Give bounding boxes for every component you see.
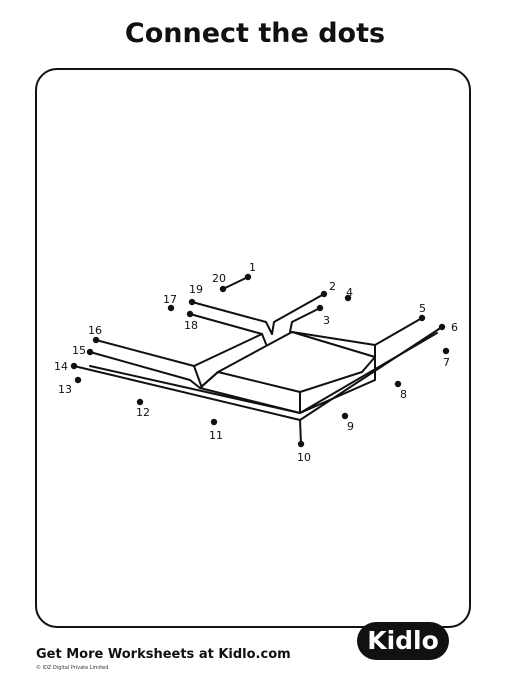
dot-label-8: 8 bbox=[400, 388, 407, 401]
dot-label-5: 5 bbox=[419, 302, 426, 315]
worksheet-title: Connect the dots bbox=[124, 18, 386, 49]
dot-18 bbox=[186, 310, 194, 318]
dot-20 bbox=[219, 285, 227, 293]
dot-15 bbox=[86, 348, 94, 356]
copyright-text: © IDZ Digital Private Limited bbox=[36, 665, 109, 671]
dot-label-4: 4 bbox=[346, 286, 353, 299]
dot-1 bbox=[244, 273, 252, 281]
dot-label-10: 10 bbox=[297, 451, 311, 464]
dot-10 bbox=[297, 440, 305, 448]
dot-label-20: 20 bbox=[212, 272, 226, 285]
dot-label-12: 12 bbox=[136, 406, 150, 419]
dot-label-1: 1 bbox=[249, 261, 256, 274]
dot-4 bbox=[344, 294, 352, 302]
dot-label-9: 9 bbox=[347, 420, 354, 433]
dot-label-7: 7 bbox=[443, 356, 450, 369]
footer-text: Get More Worksheets at Kidlo.com bbox=[36, 647, 291, 662]
puzzle-frame bbox=[35, 68, 471, 628]
dot-13 bbox=[74, 376, 82, 384]
dot-8 bbox=[394, 380, 402, 388]
dot-17 bbox=[167, 304, 175, 312]
dot-11 bbox=[210, 418, 218, 426]
dot-19 bbox=[188, 298, 196, 306]
dot-9 bbox=[341, 412, 349, 420]
dot-16 bbox=[92, 336, 100, 344]
dot-label-16: 16 bbox=[88, 324, 102, 337]
dot-6 bbox=[438, 323, 446, 331]
dot-label-13: 13 bbox=[58, 383, 72, 396]
dot-label-17: 17 bbox=[163, 293, 177, 306]
dot-2 bbox=[320, 290, 328, 298]
partial-outline bbox=[73, 276, 443, 445]
dot-label-18: 18 bbox=[184, 319, 198, 332]
dot-label-19: 19 bbox=[189, 283, 203, 296]
kidlo-logo[interactable]: Kidlo bbox=[357, 622, 449, 660]
dot-label-15: 15 bbox=[72, 344, 86, 357]
dot-label-14: 14 bbox=[54, 360, 68, 373]
dot-12 bbox=[136, 398, 144, 406]
dot-5 bbox=[418, 314, 426, 322]
dot-label-11: 11 bbox=[209, 429, 223, 442]
dot-label-3: 3 bbox=[323, 314, 330, 327]
dot-label-6: 6 bbox=[451, 321, 458, 334]
dot-7 bbox=[442, 347, 450, 355]
dot-label-2: 2 bbox=[329, 280, 336, 293]
dot-14 bbox=[70, 362, 78, 370]
dot-3 bbox=[316, 304, 324, 312]
